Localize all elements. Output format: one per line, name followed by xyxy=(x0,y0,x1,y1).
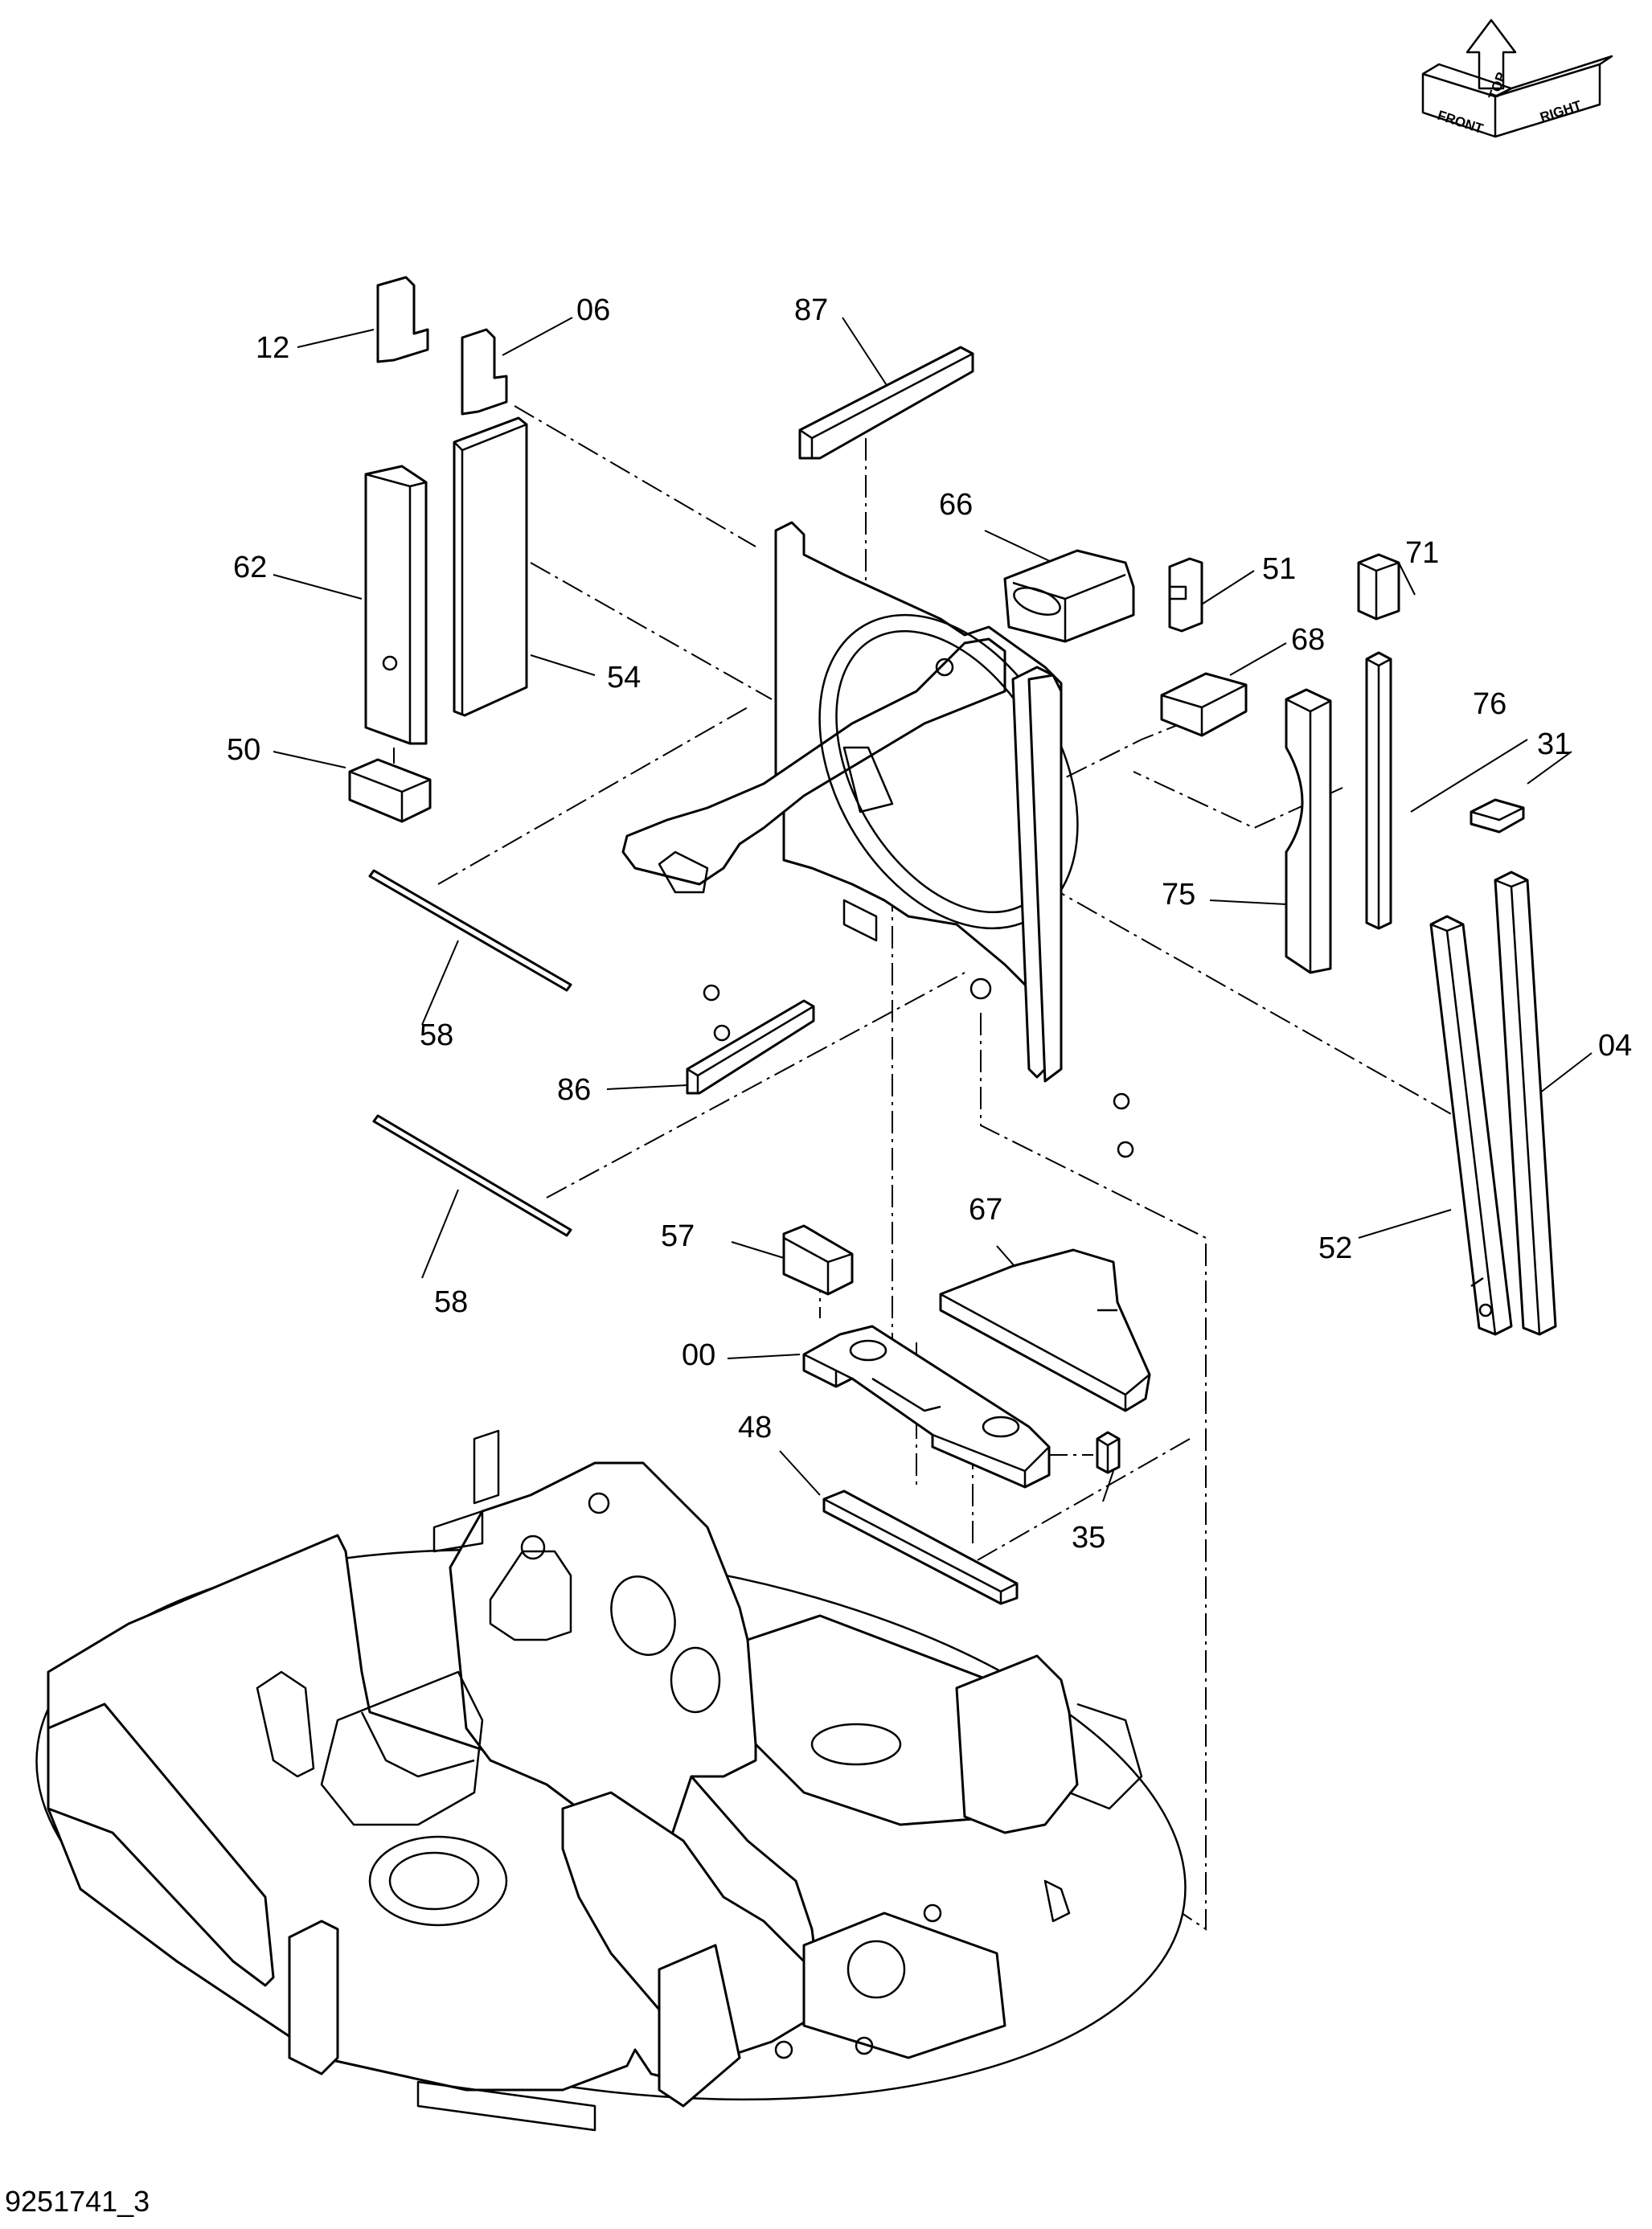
label-54: 54 xyxy=(607,661,641,695)
part-58-upper xyxy=(368,869,572,992)
orientation-front: FRONT xyxy=(1436,108,1486,137)
label-12: 12 xyxy=(256,331,289,365)
label-57: 57 xyxy=(661,1219,695,1253)
part-51 xyxy=(1168,557,1203,633)
part-71 xyxy=(1357,553,1400,621)
label-58-upper: 58 xyxy=(420,1018,453,1052)
part-50 xyxy=(348,758,432,823)
label-06: 06 xyxy=(576,293,610,327)
part-87 xyxy=(798,346,974,460)
label-50: 50 xyxy=(227,733,260,767)
label-75: 75 xyxy=(1162,878,1195,912)
label-52: 52 xyxy=(1318,1231,1352,1265)
label-58-lower: 58 xyxy=(434,1285,468,1319)
part-31 xyxy=(1470,798,1525,834)
part-labels: 12 06 87 66 62 54 50 51 68 71 76 31 75 5… xyxy=(227,293,1632,1555)
label-71: 71 xyxy=(1405,536,1439,570)
label-04: 04 xyxy=(1598,1029,1632,1063)
label-68: 68 xyxy=(1291,623,1325,657)
label-00: 00 xyxy=(682,1338,715,1372)
part-12 xyxy=(376,276,429,363)
part-58-lower xyxy=(372,1114,572,1237)
label-87: 87 xyxy=(794,293,828,327)
part-35 xyxy=(1096,1431,1121,1474)
label-51: 51 xyxy=(1262,552,1296,586)
part-86 xyxy=(686,999,815,1095)
part-52 xyxy=(1429,915,1513,1336)
part-00 xyxy=(802,1325,1051,1489)
label-76: 76 xyxy=(1473,687,1506,721)
label-62: 62 xyxy=(233,551,267,584)
orientation-indicator: FRONT TOP RIGHT xyxy=(1421,18,1613,138)
part-68 xyxy=(1160,672,1248,737)
part-06 xyxy=(461,328,508,416)
part-75 xyxy=(1285,688,1332,974)
orientation-right: RIGHT xyxy=(1538,97,1584,125)
label-31: 31 xyxy=(1537,727,1571,761)
part-54 xyxy=(453,416,528,717)
drawing-number: 9251741_3 xyxy=(5,2185,150,2218)
upper-frame-base xyxy=(35,1429,1187,2132)
part-62 xyxy=(364,465,428,745)
part-67 xyxy=(939,1248,1151,1412)
part-57 xyxy=(782,1224,854,1296)
label-35: 35 xyxy=(1072,1521,1105,1555)
label-86: 86 xyxy=(557,1073,591,1107)
part-76 xyxy=(1365,651,1392,930)
leader-lines xyxy=(273,317,1593,1502)
label-66: 66 xyxy=(939,488,973,522)
part-66 xyxy=(1003,549,1135,643)
label-67: 67 xyxy=(969,1193,1002,1227)
part-48 xyxy=(822,1489,1019,1605)
radiator-frame-assembly xyxy=(621,521,1134,1158)
part-04 xyxy=(1494,871,1557,1336)
label-48: 48 xyxy=(738,1411,772,1444)
